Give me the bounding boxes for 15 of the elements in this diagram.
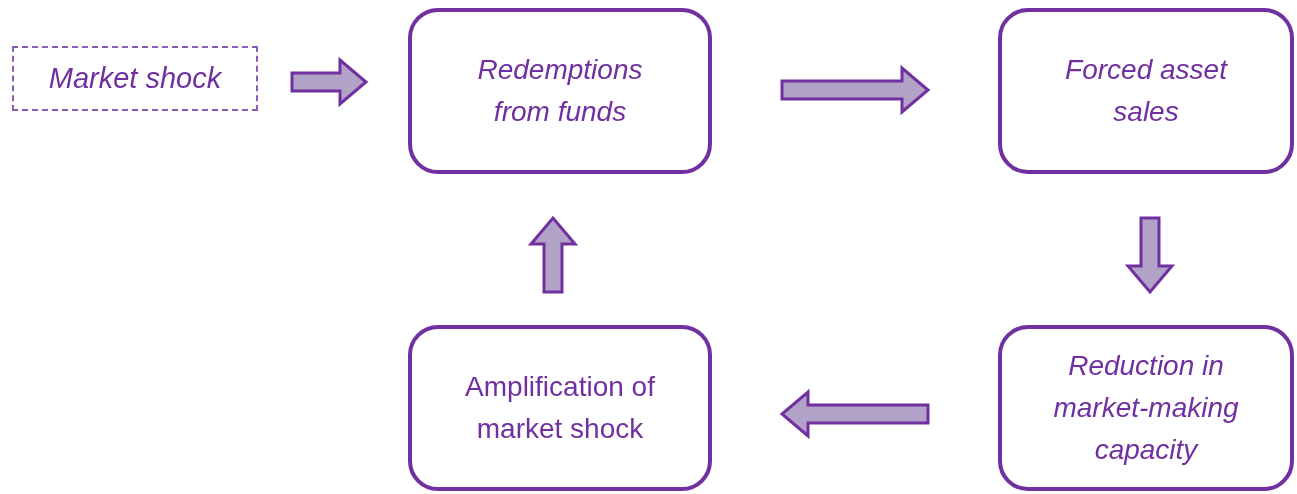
process-box: [998, 325, 1294, 491]
block-arrow: [780, 388, 930, 440]
box-label: Market shock: [48, 60, 222, 96]
box-label: Redemptions from funds: [476, 53, 644, 129]
block-arrow: [780, 64, 930, 116]
block-arrow: [290, 56, 368, 108]
process-box: [408, 325, 712, 491]
box-label: Amplification of market shock: [464, 370, 656, 446]
block-arrow: [527, 216, 579, 294]
dashed-box: [12, 46, 258, 111]
process-box: [998, 8, 1294, 174]
box-label: Reduction in market-making capacity: [1052, 349, 1240, 467]
box-label: Forced asset sales: [1064, 53, 1229, 129]
process-box: [408, 8, 712, 174]
block-arrow: [1124, 216, 1176, 294]
